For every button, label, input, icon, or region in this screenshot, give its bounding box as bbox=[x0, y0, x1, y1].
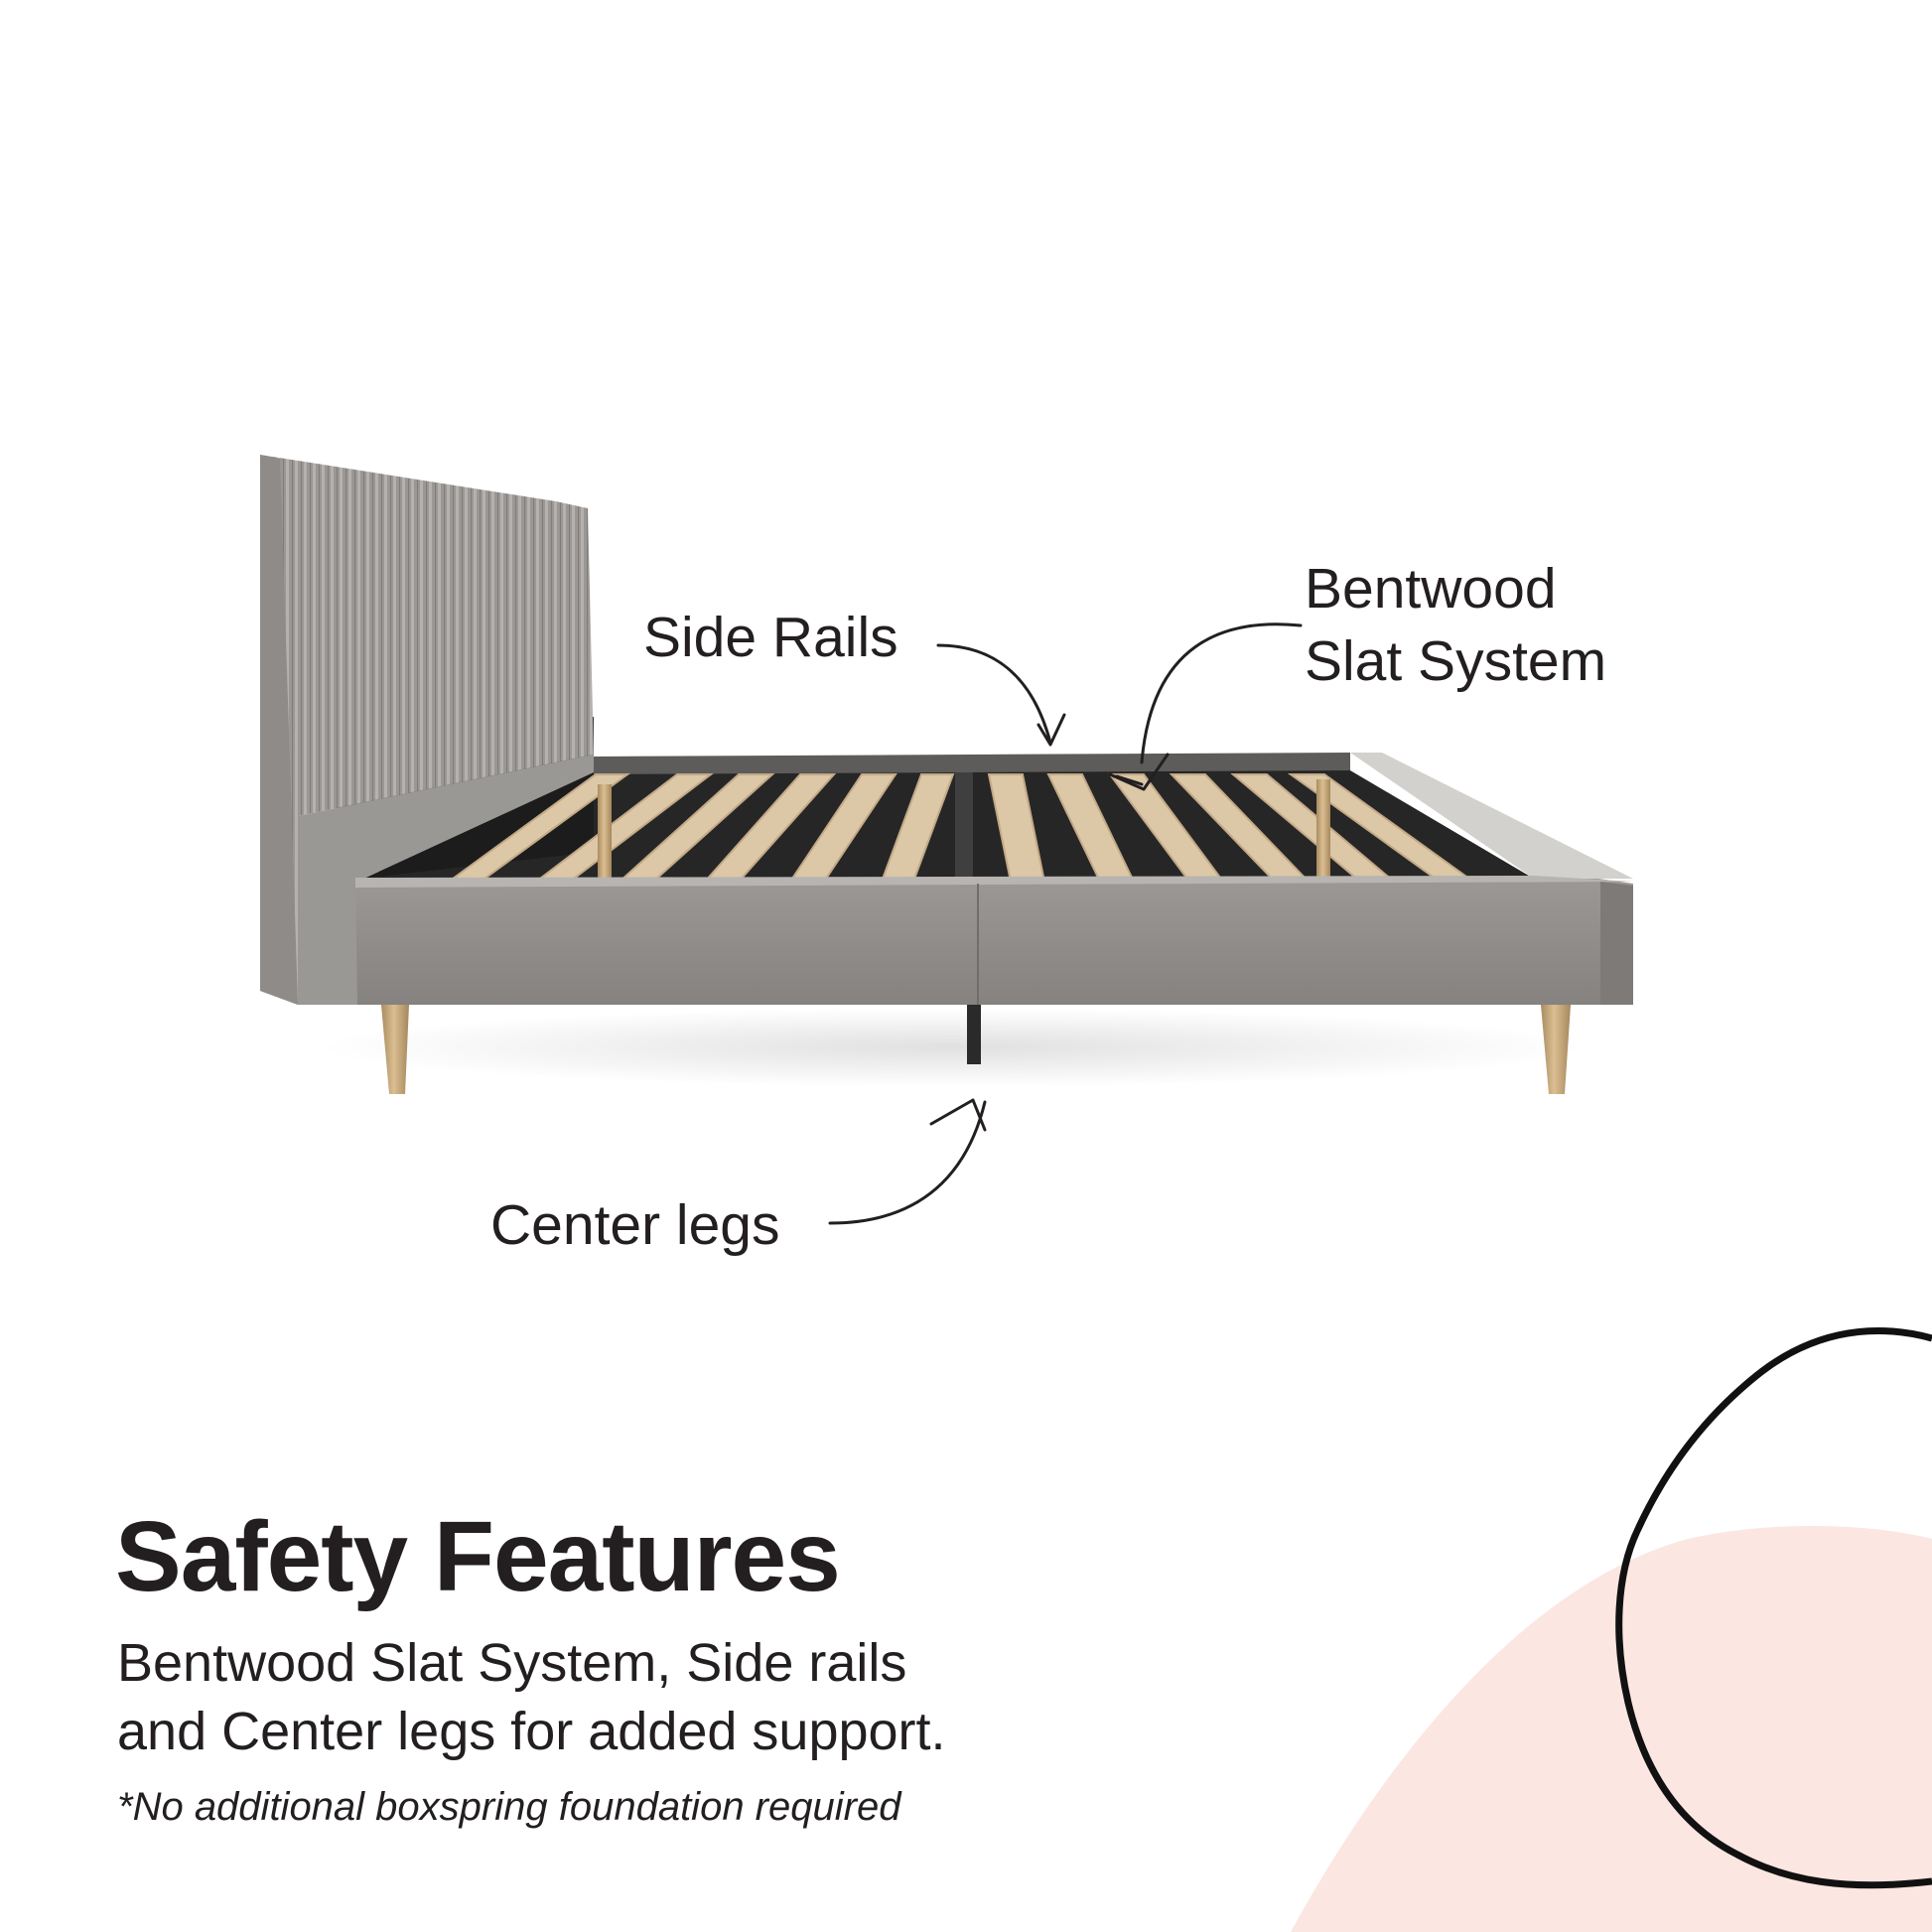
footnote: *No additional boxspring foundation requ… bbox=[117, 1785, 901, 1829]
front-side-rail bbox=[355, 879, 1633, 1005]
floor-shadow bbox=[318, 1008, 1588, 1087]
headline: Safety Features bbox=[115, 1501, 841, 1612]
pink-blob-decoration bbox=[1291, 1525, 1932, 1932]
center-leg bbox=[967, 1005, 981, 1064]
back-leg-left bbox=[598, 784, 612, 879]
callout-bentwood-line1: Bentwood bbox=[1305, 557, 1557, 621]
center-support-beam bbox=[955, 772, 973, 882]
callout-center-legs: Center legs bbox=[490, 1193, 780, 1257]
back-leg-right bbox=[1316, 779, 1330, 879]
callout-side-rails: Side Rails bbox=[643, 606, 898, 669]
rail-top-edge bbox=[355, 876, 1633, 888]
curved-arrow-icon bbox=[828, 622, 1303, 1225]
description-line-2: and Center legs for added support. bbox=[117, 1702, 946, 1761]
front-leg-right bbox=[1541, 1005, 1571, 1094]
callout-bentwood-line2: Slat System bbox=[1305, 629, 1607, 693]
far-rail bbox=[594, 753, 1350, 776]
headboard-lower-wing bbox=[298, 755, 594, 1005]
right-inner-rail bbox=[1350, 753, 1633, 879]
front-leg-left bbox=[381, 1005, 409, 1094]
headboard-side-edge bbox=[260, 455, 298, 1005]
description-line-1: Bentwood Slat System, Side rails bbox=[117, 1633, 907, 1693]
headboard bbox=[260, 455, 594, 1005]
rail-end-cap bbox=[1600, 882, 1633, 1005]
outline-blob-decoration bbox=[1615, 1326, 1932, 1889]
